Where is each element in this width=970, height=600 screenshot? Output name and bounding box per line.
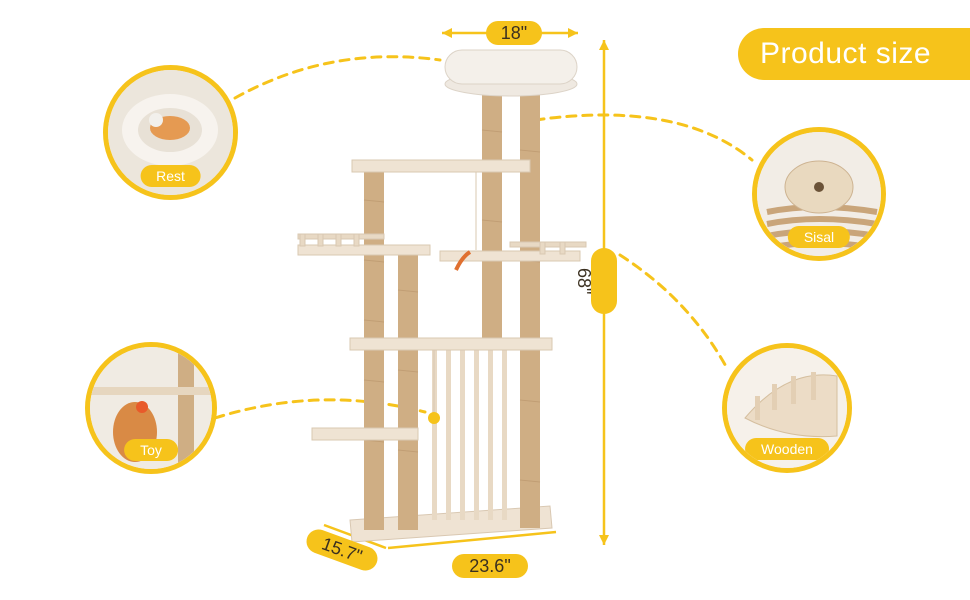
- rest-label: Rest: [140, 165, 201, 187]
- wooden-connector: [618, 253, 730, 372]
- base-width-label: 23.6": [452, 554, 528, 578]
- height-label: 68": [574, 248, 617, 314]
- connector-lines: [213, 55, 754, 420]
- toy-feature-circle: Toy: [85, 342, 217, 474]
- top-width-label: 18": [486, 21, 542, 45]
- toy-label: Toy: [124, 439, 178, 461]
- toy-connector: [213, 398, 427, 420]
- sisal-label: Sisal: [787, 226, 851, 248]
- wooden-feature-circle: Wooden: [722, 343, 852, 473]
- cat-tree-drawing: [297, 49, 587, 543]
- sisal-connector: [533, 113, 754, 162]
- sisal-feature-circle: Sisal: [752, 127, 886, 261]
- page-title: Product size: [738, 28, 970, 80]
- rest-feature-circle: Rest: [103, 65, 238, 200]
- rest-connector: [233, 55, 442, 100]
- wooden-label: Wooden: [745, 438, 829, 460]
